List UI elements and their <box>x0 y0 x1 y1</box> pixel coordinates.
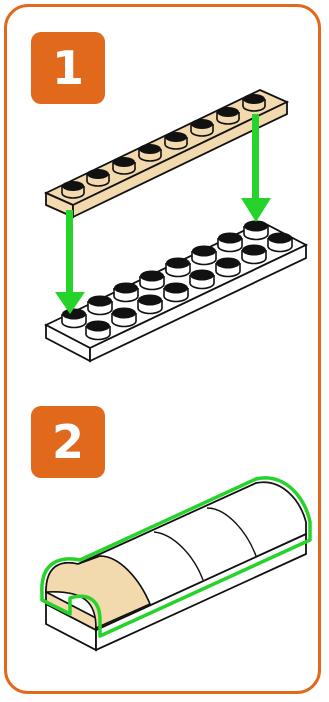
white-plate-2x8 <box>43 219 309 363</box>
placement-arrow-left <box>55 210 85 314</box>
placement-arrow-right <box>241 114 271 222</box>
assembled-brick <box>40 476 312 652</box>
tan-plate-1x8 <box>43 89 290 219</box>
step-1-badge: 1 <box>31 32 105 104</box>
step-2-badge: 2 <box>31 406 105 478</box>
step-1-number: 1 <box>51 41 84 95</box>
step-2-number: 2 <box>51 415 84 469</box>
